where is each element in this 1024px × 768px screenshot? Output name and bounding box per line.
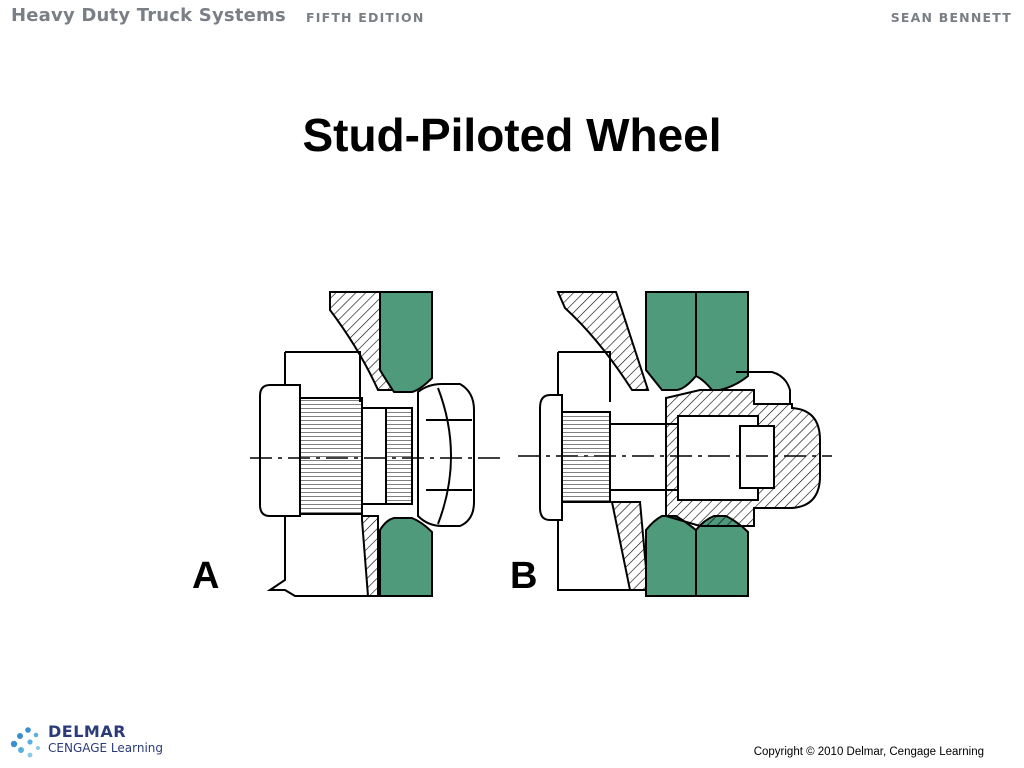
wheel-disc-b1-upper	[645, 291, 697, 391]
copyright-notice: Copyright © 2010 Delmar, Cengage Learnin…	[753, 746, 984, 758]
logo-subtitle: CENGAGE Learning	[48, 741, 164, 755]
delmar-logo: DELMAR CENGAGE Learning	[8, 722, 188, 762]
wheel-disc-b2-lower	[695, 515, 749, 597]
wheel-disc-a-lower	[379, 517, 433, 597]
book-title: Heavy Duty Truck Systems	[11, 5, 286, 26]
view-b	[518, 291, 832, 597]
figure-label-a: A	[192, 555, 219, 597]
logo-name: DELMAR	[48, 722, 127, 741]
edition-label: FIFTH EDITION	[306, 10, 425, 25]
figure-label-b: B	[510, 555, 537, 597]
author-name: SEAN BENNETT	[890, 10, 1012, 25]
slide-title: Stud-Piloted Wheel	[302, 109, 722, 161]
delmar-logo-icon	[10, 727, 40, 758]
header-bar: Heavy Duty Truck Systems FIFTH EDITION S…	[0, 0, 1024, 34]
wheel-disc-b1-lower	[645, 515, 697, 597]
wheel-disc-b2-upper	[695, 291, 749, 391]
wheel-disc-a-upper	[379, 291, 433, 393]
view-a	[250, 291, 500, 597]
stud-piloted-wheel-diagram: A B	[180, 280, 840, 610]
